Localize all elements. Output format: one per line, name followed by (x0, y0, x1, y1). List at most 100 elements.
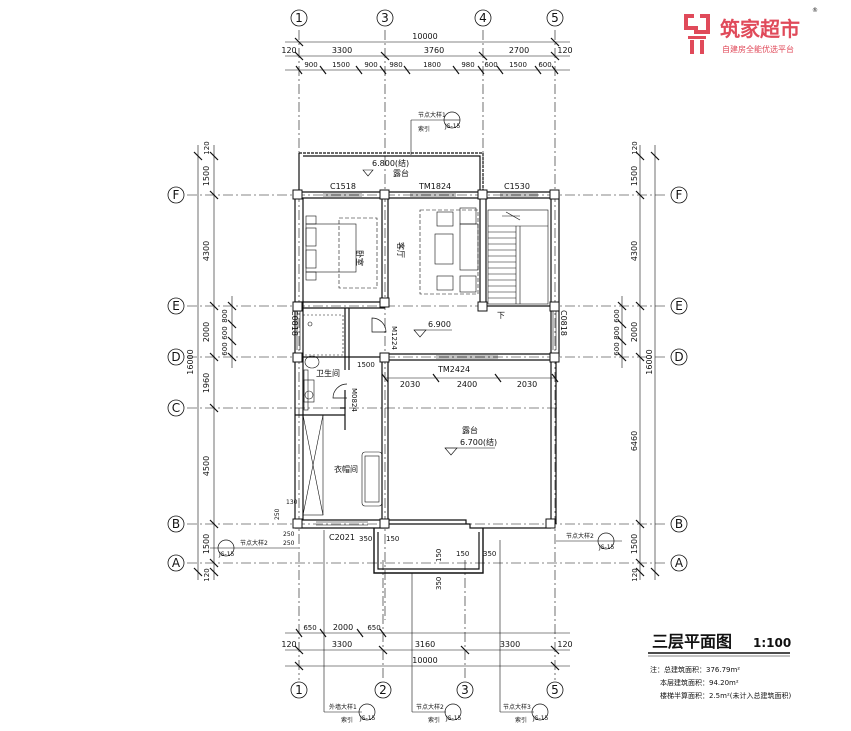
axis-right-e: E (675, 299, 683, 313)
dim-top-edge-right: 120 (557, 46, 572, 55)
dim-top-bay: 2700 (509, 46, 529, 55)
dim-left-outer: 4300 (202, 241, 211, 261)
drawing-title: 三层平面图 (652, 632, 732, 651)
axis-left-d: D (171, 350, 180, 364)
dim-misc: 250 (283, 531, 295, 538)
dim-top-window: 600 (484, 61, 497, 69)
opening-m1224: M1224 (390, 326, 398, 350)
level-landing: 6.900 (428, 320, 451, 329)
dim-bottom-total: 10000 (412, 656, 437, 665)
dim-top-edge-left: 120 (281, 46, 296, 55)
detail-label: 节点大样2 (416, 703, 444, 711)
axis-top-3: 3 (381, 11, 389, 25)
detail-callout-left: 节点大样2 JS-15 (210, 539, 298, 558)
detail-label: 节点大样2 (240, 539, 268, 547)
dim-top-window: 1500 (509, 61, 527, 69)
axis-bottom-1: 1 (295, 683, 303, 697)
axis-bubbles-right (670, 186, 688, 572)
doors (332, 317, 387, 399)
detail-label: 节点大样2 (566, 532, 594, 540)
dim-bottom-bay: 3160 (415, 640, 435, 649)
dim-right-outer: 1500 (630, 166, 639, 186)
axis-top-1: 1 (295, 11, 303, 25)
opening-tm2424: TM2424 (437, 365, 470, 374)
structural-columns (292, 189, 560, 529)
windows (296, 193, 557, 526)
dim-bottom-window: 650 (367, 624, 380, 632)
axis-top-4: 4 (479, 11, 487, 25)
dim-left-outer: 4500 (202, 456, 211, 476)
level-triangle-icon (413, 329, 427, 338)
dim-bottom-bay: 3300 (500, 640, 520, 649)
detail-ref: JS-15 (532, 715, 549, 722)
detail-label: 节点大样1 (418, 111, 446, 119)
room-label-bath: 卫生间 (316, 368, 340, 378)
detail-see: 索引 (341, 716, 353, 724)
level-triangle-icon (362, 169, 374, 177)
axis-top-5: 5 (551, 11, 559, 25)
axis-bubbles-top (290, 9, 564, 27)
dim-misc: 350 (435, 577, 443, 590)
dim-tm2424-split: 2030 (517, 380, 537, 389)
dim-misc: 250 (283, 540, 295, 547)
bed-furniture (305, 215, 378, 289)
dim-misc: 150 (435, 549, 443, 562)
detail-ref: JS-15 (598, 544, 615, 551)
detail-ref: JS-15 (444, 123, 461, 130)
closet-furniture (302, 414, 383, 516)
detail-ref: JS-15 (359, 715, 376, 722)
room-label-terrace: 露台 (462, 425, 478, 435)
dim-bottom-edge-right: 120 (557, 640, 572, 649)
dim-tm2424-split: 2400 (457, 380, 477, 389)
stair-down-label: 下 (497, 311, 505, 320)
dim-left-outer: 1500 (202, 534, 211, 554)
dim-misc: 250 (274, 508, 281, 520)
dim-right-outer: 2000 (630, 322, 639, 342)
dim-left-outer: 120 (203, 568, 211, 581)
axis-left-a: A (172, 556, 181, 570)
dim-top-window: 1800 (423, 61, 441, 69)
axis-left-b: B (172, 517, 180, 531)
logo-mark-icon (684, 14, 710, 54)
svg-text:®: ® (812, 7, 818, 14)
level-top-balcony: 6.800(结) (372, 158, 409, 168)
drawing-title-block: 三层平面图 1:100 注：总建筑面积：376.79m² 本层建筑面积：94.2… (648, 632, 791, 700)
dim-misc: 1500 (357, 361, 375, 369)
dim-right-outer: 120 (631, 141, 639, 154)
level-terrace: 6.700(结) (460, 437, 497, 447)
axis-bubbles-left (167, 186, 185, 572)
dim-left-total: 16000 (186, 349, 195, 374)
detail-ref: JS-15 (218, 551, 235, 558)
detail-callouts-bottom: 外墙大样1 索引 JS-15 节点大样2 索引 JS-15 节点大样3 索引 J… (323, 530, 549, 724)
detail-see: 索引 (418, 125, 430, 133)
opening-c0818-left: C0818 (290, 310, 299, 336)
detail-callout-right: 节点大样2 JS-15 (556, 532, 622, 551)
opening-tm1824: TM1824 (418, 182, 451, 191)
dim-left-inner: 600 (221, 342, 229, 355)
brand-logo: 筑家超市 自建房全能优选平台 ® (684, 7, 818, 54)
room-label-living: 客厅 (396, 242, 406, 258)
right-dimension-lines (617, 145, 660, 580)
note-line: 本层建筑面积：94.20m² (660, 678, 739, 687)
note-line: 注：总建筑面积：376.79m² (650, 665, 740, 674)
detail-label: 外墙大样1 (329, 703, 357, 711)
dim-top-window: 1500 (332, 61, 350, 69)
dim-right-outer: 4300 (630, 241, 639, 261)
sofa-furniture (419, 207, 479, 295)
dim-left-outer: 1500 (202, 166, 211, 186)
dim-right-outer: 1500 (630, 534, 639, 554)
staircase (487, 209, 549, 305)
dim-misc: 130 (286, 499, 298, 506)
dim-right-inner: 800 (613, 326, 621, 339)
axis-left-c: C (172, 401, 180, 415)
level-triangle-icon (444, 447, 458, 456)
axis-right-d: D (674, 350, 683, 364)
dim-left-inner: 800 (221, 309, 229, 322)
opening-c1518: C1518 (330, 182, 356, 191)
dim-bottom-window: 2000 (333, 623, 353, 632)
axis-bottom-3: 3 (461, 683, 469, 697)
dim-misc: 350 (359, 535, 372, 543)
note-line: 楼梯半算面积：2.5m²(未计入总建筑面积) (660, 691, 791, 700)
axis-bubbles-bottom (290, 681, 564, 699)
